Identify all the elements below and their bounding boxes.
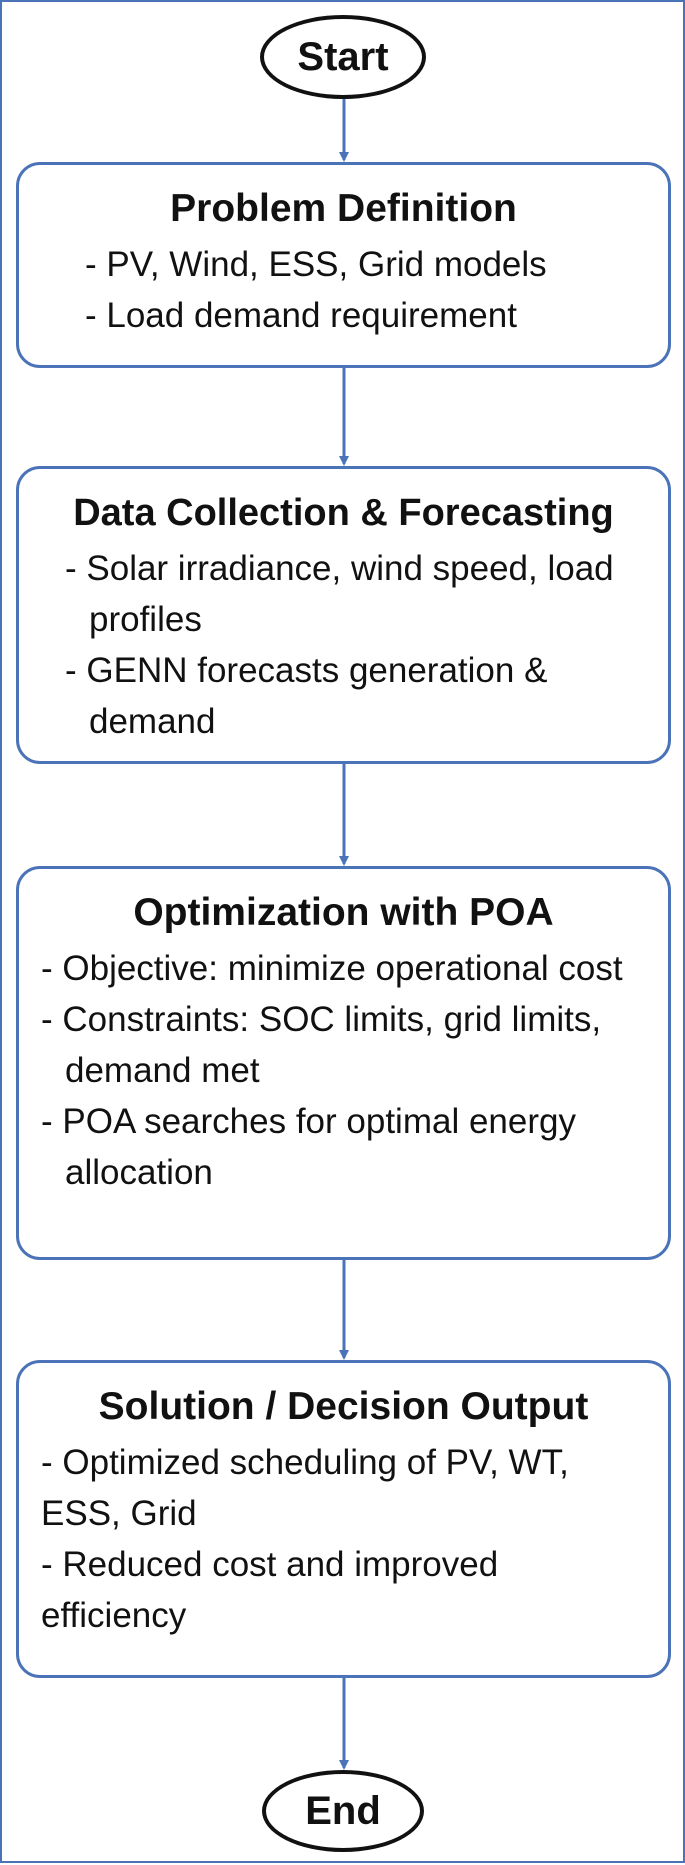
step-title: Data Collection & Forecasting (73, 492, 614, 534)
step-item: - POA searches for optimal energy alloca… (41, 1102, 586, 1192)
step-title: Optimization with POA (133, 891, 554, 934)
end-label: End (305, 1788, 381, 1833)
step-data-collection: Data Collection & Forecasting - Solar ir… (16, 466, 671, 764)
step-title: Problem Definition (170, 187, 517, 230)
step-solution-output: Solution / Decision Output - Optimized s… (16, 1360, 671, 1678)
step-item: - Reduced cost and improved efficiency (41, 1545, 508, 1635)
step-problem-definition: Problem Definition - PV, Wind, ESS, Grid… (16, 162, 671, 368)
step-item: - GENN forecasts generation & demand (65, 651, 558, 741)
end-terminal: End (262, 1770, 424, 1852)
step-item: - Load demand requirement (85, 296, 517, 335)
step-item: - Solar irradiance, wind speed, load pro… (65, 549, 624, 639)
step-optimization: Optimization with POA - Objective: minim… (16, 866, 671, 1260)
start-label: Start (297, 34, 389, 79)
step-item: - Optimized scheduling of PV, WT, ESS, G… (41, 1443, 579, 1533)
start-terminal: Start (260, 15, 426, 99)
step-item: - Constraints: SOC limits, grid limits, … (41, 1000, 611, 1090)
step-title: Solution / Decision Output (98, 1385, 589, 1428)
step-item: - PV, Wind, ESS, Grid models (85, 245, 547, 284)
step-item: - Objective: minimize operational cost (41, 949, 623, 988)
